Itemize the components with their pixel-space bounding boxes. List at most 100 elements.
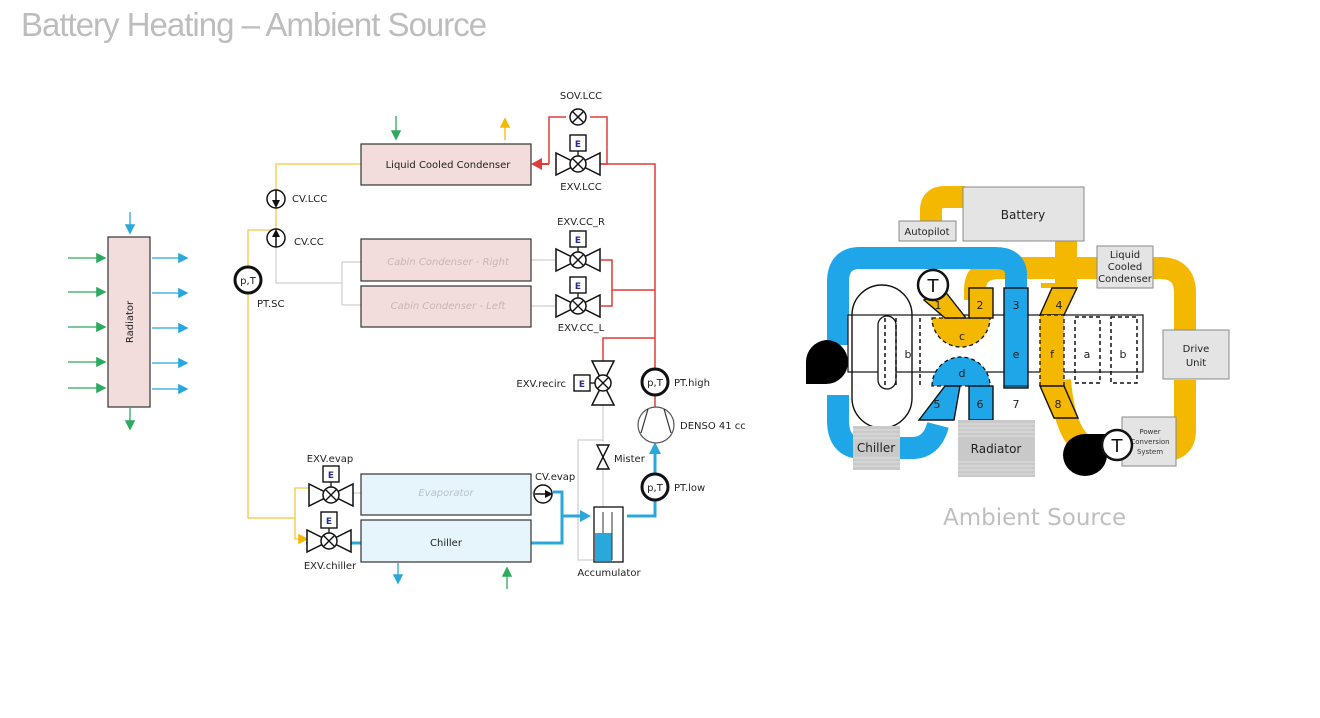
port-5-label: 5 [934,398,941,411]
port-1-label: 1 [935,299,942,312]
mister-valve[interactable]: Mister [595,444,646,470]
pcs-label-2: Conversion [1130,438,1169,446]
chamber-c-label: c [959,330,965,343]
cv-lcc-label: CV.LCC [292,194,327,205]
cl-drive-unit: Drive Unit [1162,329,1230,380]
port-3-e-7 [1003,287,1029,389]
exv-cc-r-valve-label: EXV.CC_R [557,217,605,228]
exv-cc-r-valve[interactable]: E EXV.CC_R [555,217,605,273]
cabin-condenser-right: Cabin Condenser - Right [360,238,532,282]
ambient-source-caption: Ambient Source [943,505,1127,531]
exv-chiller-valve[interactable]: E EXV.chiller [304,511,357,572]
cl-radiator: Radiator [958,420,1035,477]
actuator-icon [569,276,587,294]
accumulator: Accumulator [577,506,641,579]
chamber-dividers [884,316,1138,386]
compressor-label: DENSO 41 cc [680,421,746,432]
cv-evap-label: CV.evap [535,472,575,483]
battery-label: Battery [1001,208,1045,222]
octovalve-body [847,314,1144,373]
chamber-f-label: f [1050,348,1055,361]
pt-high-label: PT.high [674,378,710,389]
chamber-f [1039,314,1065,387]
exv-evap-valve[interactable]: E EXV.evap [307,454,354,508]
cv-cc-label: CV.CC [294,237,324,248]
cl-chiller: Chiller [853,426,900,470]
actuator-icon [320,511,338,529]
cl-chiller-label: Chiller [857,441,895,455]
valve-group: EEXV.LCCEEXV.CC_REEXV.CC_LEEXV.evapEEXV.… [304,134,616,572]
exv-evap-valve-label: EXV.evap [307,454,353,465]
pt-high-sensor: p,T PT.high [640,367,710,397]
compressor-inlet-arrowhead [649,442,661,454]
exv-recirc-valve-label: EXV.recirc [516,379,566,390]
cl-radiator-label: Radiator [971,442,1022,456]
pt-sc-label: PT.SC [257,299,284,310]
exv-cc-l-valve-label: EXV.CC_L [558,323,605,334]
subcooled-line [247,163,361,545]
lcc-label: Liquid Cooled Condenser [386,160,512,171]
lcc-inlet-arrowhead [531,158,542,170]
mister-label: Mister [614,454,646,465]
cl-lcc-label-3: Condenser [1098,274,1153,285]
temp-symbol-2: T [1111,436,1124,457]
pt-low-symbol: p,T [647,483,664,494]
pt-low-label: PT.low [674,483,705,494]
evaporator-label: Evaporator [418,488,474,499]
radiator-block: Radiator [68,212,189,431]
sov-lcc-valve[interactable]: SOV.LCC [560,91,602,126]
chamber-a-label: a [1084,348,1091,361]
cc-right-label: Cabin Condenser - Right [387,257,510,268]
port-5 [917,385,961,421]
cabin-condenser-left: Cabin Condenser - Left [360,285,532,328]
octovalve-slot [877,315,897,390]
temp-sensor-pcs: T [1100,428,1134,462]
pcs-label-3: System [1137,448,1163,456]
pt-sc-symbol: p,T [240,276,257,287]
cv-evap[interactable]: CV.evap [533,472,575,504]
chamber-b-right-label: b [1120,348,1127,361]
exv-chiller-valve-label: EXV.chiller [304,561,357,572]
actuator-e-label: E [579,380,585,390]
slide-title: Battery Heating – Ambient Source [21,6,487,43]
pump-left [805,340,848,384]
sov-lcc-label: SOV.LCC [560,91,602,102]
chiller-label: Chiller [430,538,463,549]
cv-cc[interactable]: CV.CC [266,228,324,248]
cl-lcc: Liquid Cooled Condenser [1096,245,1154,289]
actuator-icon [322,465,340,483]
radiator-box [107,236,151,408]
exv-recirc-valve[interactable]: E EXV.recirc [516,360,616,406]
radiator-inlet-arrows [68,252,107,394]
port-6 [968,385,994,421]
actuator-e-label: E [328,471,334,481]
port-8-label: 8 [1055,398,1062,411]
pt-low-sensor: p,T PT.low [640,472,705,502]
cl-lcc-label-1: Liquid [1110,250,1140,261]
port-6-label: 6 [977,398,984,411]
cv-lcc[interactable]: CV.LCC [266,189,327,209]
actuator-icon [569,134,587,152]
evaporator: Evaporator [360,473,532,516]
accumulator-label: Accumulator [577,568,641,579]
port-3-label: 3 [1013,299,1020,312]
high-pressure-line [548,116,656,408]
chamber-b-left-label: b [905,348,912,361]
actuator-e-label: E [326,517,332,527]
radiator-label: Radiator [125,300,136,343]
autopilot-label: Autopilot [904,227,949,238]
cl-lcc-label-2: Cooled [1108,262,1143,273]
port-4-label: 4 [1056,299,1063,312]
cl-battery: Battery [962,186,1085,242]
accumulator-inlet-arrowhead [580,510,591,522]
actuator-e-label: E [575,236,581,246]
actuator-icon [569,230,587,248]
pcs-label-1: Power [1139,428,1160,436]
pt-sc-sensor: p,T PT.SC [233,265,284,310]
drive-unit-label-2: Unit [1186,358,1206,369]
actuator-icon [573,374,591,392]
compressor: DENSO 41 cc [637,406,746,444]
